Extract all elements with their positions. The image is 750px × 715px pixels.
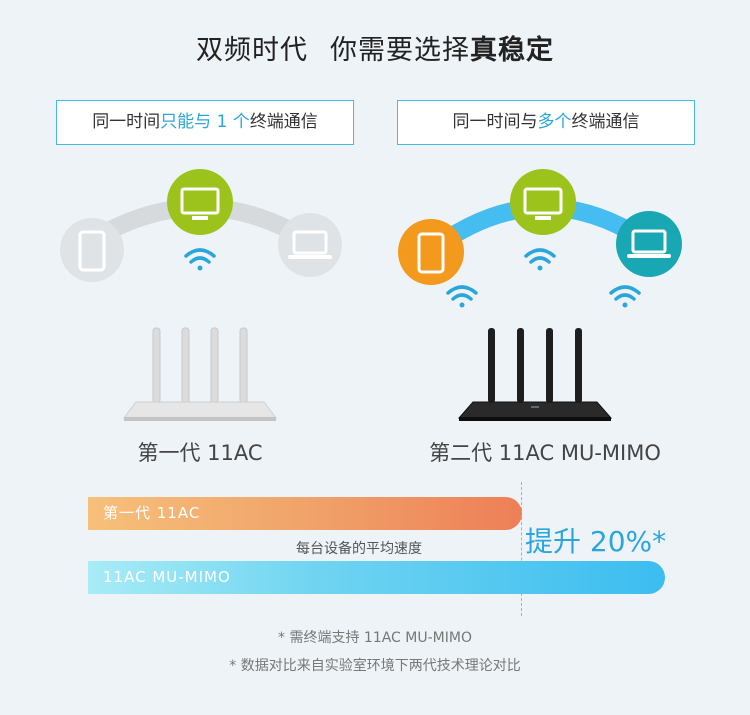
router-icon bbox=[123, 327, 277, 421]
laptop-icon bbox=[278, 213, 342, 277]
tag-left-post: 终端通信 bbox=[249, 112, 318, 132]
title-part-1: 双频时代 bbox=[196, 35, 308, 66]
speed-bar-gen2-label: 11AC MU-MIMO bbox=[103, 568, 231, 586]
router-label-gen1: 第一代 11AC bbox=[137, 441, 263, 465]
tag-left-pre: 同一时间 bbox=[92, 112, 161, 132]
phone-icon bbox=[60, 218, 124, 282]
tag-right-highlight: 多个 bbox=[537, 112, 572, 132]
router-label-gen2: 第二代 11AC MU-MIMO bbox=[429, 441, 661, 465]
title-part-3: 真稳定 bbox=[470, 35, 554, 66]
footnote-2: * 数据对比来自实验室环境下两代技术理论对比 bbox=[229, 658, 521, 674]
title-part-2: 你需要选择 bbox=[330, 35, 470, 66]
comparison-divider bbox=[521, 482, 522, 616]
tag-right-post: 终端通信 bbox=[571, 112, 640, 132]
wifi-icon bbox=[446, 285, 478, 308]
boost-label: 提升 20%* bbox=[525, 525, 667, 558]
wifi-icon bbox=[524, 248, 556, 271]
tag-multi-device: 同一时间与多个终端通信 bbox=[397, 100, 695, 145]
laptop-icon bbox=[616, 211, 682, 277]
tag-right-pre: 同一时间与 bbox=[452, 112, 538, 132]
tag-single-device: 同一时间只能与 1 个终端通信 bbox=[56, 100, 354, 145]
wifi-icon bbox=[609, 285, 641, 308]
monitor-icon bbox=[510, 169, 576, 235]
scene-gen2 bbox=[398, 169, 682, 421]
speed-bar-gen2: 11AC MU-MIMO bbox=[88, 561, 665, 594]
monitor-icon bbox=[167, 169, 233, 235]
footnote-1: * 需终端支持 11AC MU-MIMO bbox=[278, 630, 472, 646]
wifi-icon bbox=[184, 248, 216, 271]
router-icon bbox=[457, 328, 613, 421]
tag-left-highlight: 只能与 1 个 bbox=[160, 112, 250, 132]
page-title: 双频时代你需要选择真稳定 bbox=[0, 28, 750, 67]
scene-gen1 bbox=[60, 169, 342, 421]
average-speed-label: 每台设备的平均速度 bbox=[296, 541, 422, 557]
phone-icon bbox=[398, 219, 464, 285]
speed-bar-gen1-label: 第一代 11AC bbox=[103, 504, 201, 522]
speed-bar-gen1: 第一代 11AC bbox=[88, 497, 522, 530]
